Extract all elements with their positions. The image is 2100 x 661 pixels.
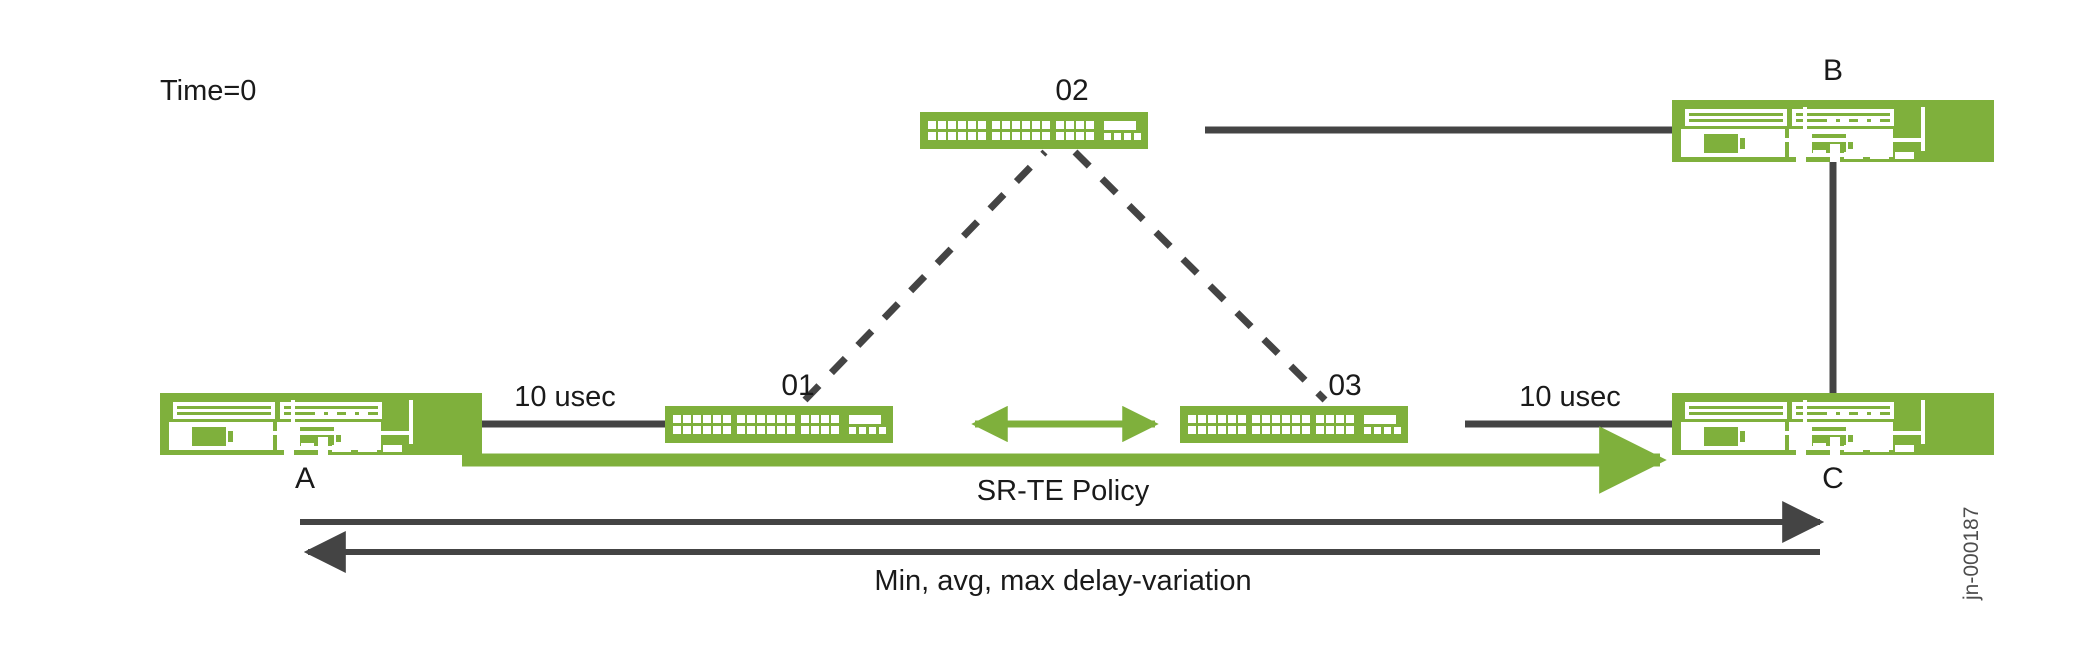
device-router-c[interactable] bbox=[1672, 393, 1994, 455]
device-switch-01[interactable] bbox=[665, 406, 893, 443]
link-02-to-03-dashed bbox=[1072, 149, 1328, 403]
device-router-b[interactable] bbox=[1672, 100, 1994, 162]
link-label-right-latency: 10 usec bbox=[1519, 381, 1621, 413]
device-label-b: B bbox=[1823, 54, 1843, 87]
device-label-c: C bbox=[1822, 462, 1844, 495]
time-note-label: Time=0 bbox=[160, 75, 256, 107]
device-label-a: A bbox=[295, 462, 315, 495]
device-switch-02[interactable] bbox=[920, 112, 1148, 149]
device-label-01: 01 bbox=[781, 369, 814, 402]
device-switch-03[interactable] bbox=[1180, 406, 1408, 443]
device-router-a[interactable] bbox=[160, 393, 482, 455]
device-label-03: 03 bbox=[1328, 369, 1361, 402]
device-label-02: 02 bbox=[1055, 74, 1088, 107]
link-label-left-latency: 10 usec bbox=[514, 381, 616, 413]
sr-te-policy-label: SR-TE Policy bbox=[977, 475, 1150, 507]
delay-variation-label: Min, avg, max delay-variation bbox=[874, 565, 1251, 597]
link-01-to-02-dashed bbox=[802, 149, 1048, 403]
watermark-id: jn-000187 bbox=[1960, 507, 1983, 601]
